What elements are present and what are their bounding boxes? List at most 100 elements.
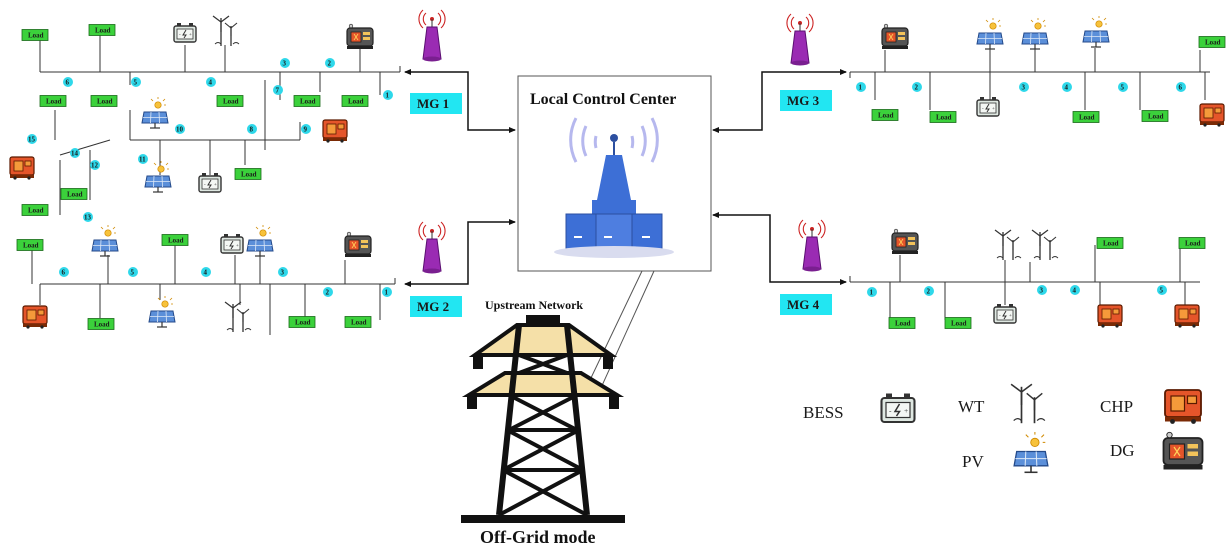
bess-icon (173, 22, 197, 43)
svg-text:15: 15 (28, 136, 36, 144)
svg-text:Load: Load (300, 98, 316, 106)
svg-text:6: 6 (1179, 84, 1183, 92)
svg-text:4: 4 (209, 79, 213, 87)
legend-wt-label: WT (958, 397, 985, 416)
svg-text:2: 2 (915, 84, 919, 92)
load-box: Load (1178, 237, 1206, 249)
load-box: Load (16, 239, 44, 251)
offgrid-mode-label: Off-Grid mode (480, 527, 595, 547)
svg-text:14: 14 (71, 150, 79, 158)
load-box: Load (1096, 237, 1124, 249)
pv-panel-icon (148, 295, 176, 328)
svg-text:Load: Load (951, 320, 967, 328)
mg2-sources (22, 221, 446, 333)
svg-text:3: 3 (281, 269, 285, 277)
svg-text:Load: Load (1185, 240, 1201, 248)
svg-text:3: 3 (1022, 84, 1026, 92)
load-box: Load (90, 95, 118, 107)
svg-text:11: 11 (139, 156, 146, 164)
pv-panel-icon (1013, 431, 1049, 474)
load-box: Load (88, 24, 116, 36)
legend-chp-label: CHP (1100, 397, 1133, 416)
load-box: Load (293, 95, 321, 107)
chp-icon (9, 156, 35, 181)
antenna-icon (418, 9, 446, 63)
load-box: Load (888, 317, 916, 329)
microgrid-2 (31, 245, 396, 335)
svg-text:5: 5 (1121, 84, 1125, 92)
bess-icon (993, 303, 1017, 324)
svg-text:Load: Load (351, 319, 367, 327)
bess-icon (198, 172, 222, 193)
svg-text:12: 12 (91, 162, 99, 170)
svg-text:Load: Load (23, 242, 39, 250)
svg-text:Load: Load (348, 98, 364, 106)
svg-text:Load: Load (223, 98, 239, 106)
svg-text:6: 6 (62, 269, 66, 277)
upstream-links (589, 270, 655, 391)
svg-text:Load: Load (28, 32, 44, 40)
control-center-title: Local Control Center (530, 91, 676, 108)
svg-text:Load: Load (878, 112, 894, 120)
diesel-generator-icon (344, 231, 372, 258)
svg-text:2: 2 (328, 60, 332, 68)
control-tower-icon (554, 117, 674, 258)
legend-bess-label: BESS (803, 403, 844, 422)
mg2-label-bg (410, 296, 462, 317)
antenna-icon (798, 219, 826, 273)
communication-links (404, 69, 847, 287)
svg-text:5: 5 (134, 79, 138, 87)
antenna-icon (786, 13, 814, 67)
antenna-icon (418, 221, 446, 275)
wind-turbine-icon (1010, 383, 1046, 425)
chp-icon (322, 119, 348, 144)
diesel-generator-icon (346, 23, 374, 50)
mg1-loads: Load Load Load Load Load Load Load Load … (21, 24, 369, 216)
load-box: Load (216, 95, 244, 107)
svg-text:Load: Load (94, 321, 110, 329)
svg-text:Load: Load (168, 237, 184, 245)
load-box: Load (87, 318, 115, 330)
load-box: Load (341, 95, 369, 107)
svg-text:7: 7 (276, 87, 280, 95)
load-box: Load (60, 188, 88, 200)
pv-panel-icon (1082, 15, 1110, 48)
svg-text:5: 5 (1160, 287, 1164, 295)
load-box: Load (929, 111, 957, 123)
mg4-sources (798, 219, 1200, 329)
bess-icon (220, 233, 244, 254)
svg-text:Load: Load (67, 191, 83, 199)
svg-text:8: 8 (250, 126, 254, 134)
svg-text:1: 1 (859, 84, 863, 92)
svg-text:4: 4 (204, 269, 208, 277)
diesel-generator-icon (881, 23, 909, 50)
chp-icon (1164, 389, 1202, 425)
svg-text:Load: Load (936, 114, 952, 122)
legend-pv-label: PV (962, 452, 984, 471)
load-box: Load (871, 109, 899, 121)
svg-text:4: 4 (1065, 84, 1069, 92)
mg3-nodes: 1 2 3 4 5 6 (856, 82, 1186, 92)
load-box: Load (21, 204, 49, 216)
wind-turbine-icon (1031, 229, 1059, 261)
svg-text:Load: Load (1205, 39, 1221, 47)
svg-text:Load: Load (295, 319, 311, 327)
diesel-generator-icon (1162, 431, 1204, 471)
microgrid-3 (849, 48, 1210, 110)
mg4-label: MG 4 (787, 297, 820, 312)
svg-text:10: 10 (176, 126, 184, 134)
load-box: Load (21, 29, 49, 41)
mg2-loads: Load Load Load Load Load (16, 234, 372, 330)
mg4-loads: Load Load Load Load (888, 237, 1206, 329)
chp-icon (1097, 304, 1123, 329)
svg-text:1: 1 (870, 289, 874, 297)
load-box: Load (39, 95, 67, 107)
pv-panel-icon (91, 224, 119, 257)
pv-panel-icon (976, 17, 1004, 50)
mg3-loads: Load Load Load Load Load (871, 36, 1226, 123)
legend-dg-label: DG (1110, 441, 1135, 460)
wind-turbine-icon (224, 301, 252, 333)
svg-text:Load: Load (95, 27, 111, 35)
svg-text:Load: Load (1103, 240, 1119, 248)
